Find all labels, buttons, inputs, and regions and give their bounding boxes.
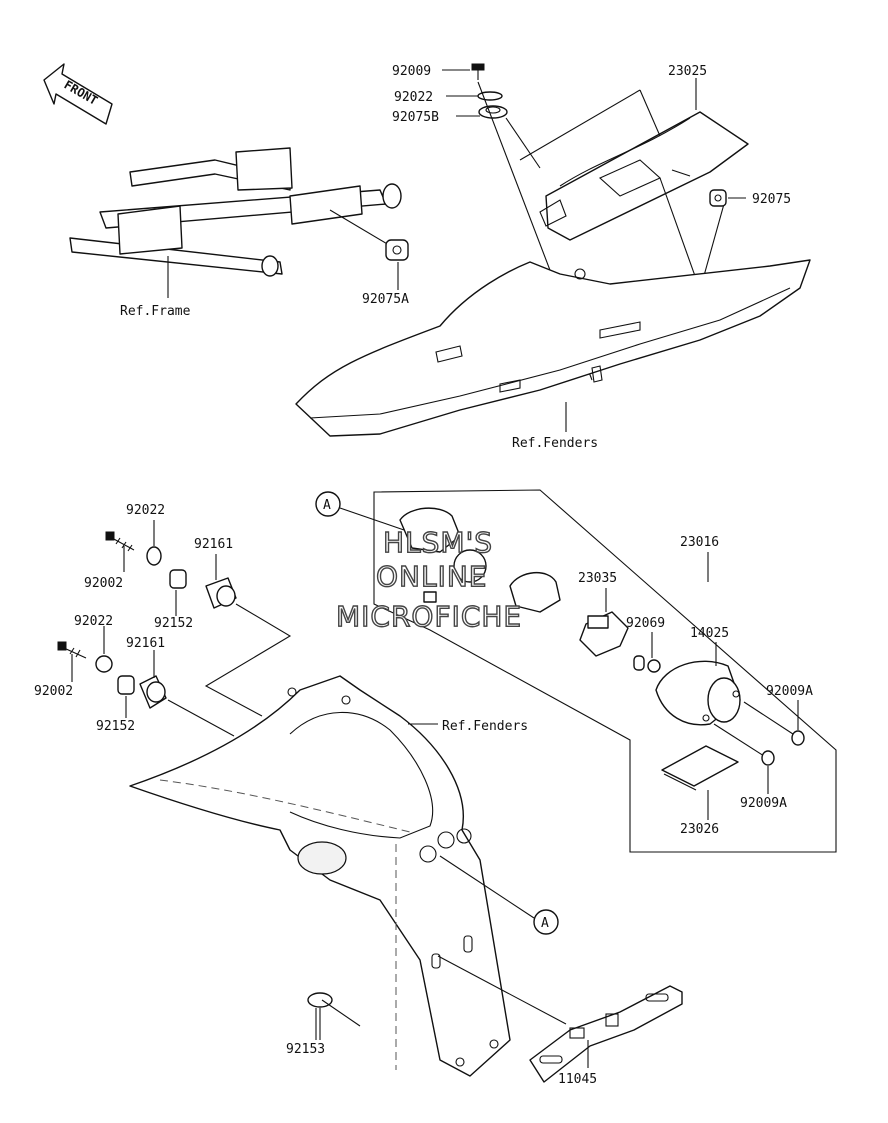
screw-92002-a (105, 531, 135, 552)
front-arrow-icon: FRONT (43, 63, 113, 125)
label-92009: 92009 (392, 64, 431, 79)
watermark-line-2: ONLINE (376, 560, 487, 593)
cover-23026 (661, 745, 739, 791)
callout-a-top: A (315, 491, 341, 517)
screw-92009A-b (713, 723, 775, 766)
label-92069: 92069 (626, 616, 665, 631)
collar-92152-a (169, 569, 187, 589)
watermark-line-3: MICROFICHE (336, 600, 522, 633)
label-92161-a: 92161 (194, 537, 233, 552)
label-92152-a: 92152 (154, 616, 193, 631)
label-92002-b: 92002 (34, 684, 73, 699)
socket-23035 (579, 611, 629, 657)
bracket-11045 (529, 985, 683, 1083)
grommet-92075A (385, 239, 409, 261)
watermark: HLSM'S ONLINE MICROFICHE (335, 525, 522, 633)
grommet-92161-b (139, 675, 167, 709)
group-outline-23016 (373, 489, 837, 853)
label-11045: 11045 (558, 1072, 597, 1087)
label-14025: 14025 (690, 626, 729, 641)
washer-92022 (477, 91, 503, 101)
fender-upper (295, 259, 811, 437)
lamp-14025 (655, 660, 741, 726)
label-23016: 23016 (680, 535, 719, 550)
label-92009A-b: 92009A (740, 796, 787, 811)
label-92002-a: 92002 (84, 576, 123, 591)
watermark-line-1: HLSM'S (383, 526, 493, 559)
bulb-92069 (633, 655, 661, 673)
label-23035: 23035 (578, 571, 617, 586)
callout-a-bottom: A (533, 909, 559, 935)
bracket-23025 (539, 111, 749, 241)
label-92075B: 92075B (392, 110, 439, 125)
label-92152-b: 92152 (96, 719, 135, 734)
label-ref-fenders-top: Ref.Fenders (512, 436, 598, 451)
label-92161-b: 92161 (126, 636, 165, 651)
socket-assembly (399, 507, 561, 613)
screw-92009 (471, 63, 485, 80)
washer-92022-a (146, 546, 162, 566)
label-92022-b: 92022 (74, 614, 113, 629)
label-92075A: 92075A (362, 292, 409, 307)
label-ref-frame: Ref.Frame (120, 304, 191, 319)
grommet-92075 (709, 189, 727, 207)
frame-assembly (69, 147, 402, 298)
screw-92002-b (57, 641, 87, 659)
grommet-92075B (478, 105, 508, 119)
label-92022-a: 92022 (126, 503, 165, 518)
label-92075: 92075 (752, 192, 791, 207)
label-23026: 23026 (680, 822, 719, 837)
svg-text:A: A (323, 498, 331, 513)
label-ref-fenders-bottom: Ref.Fenders (442, 719, 528, 734)
grommet-92161-a (205, 577, 237, 609)
screw-92009A-a (743, 701, 805, 746)
svg-text:A: A (541, 916, 549, 931)
fender-lower (129, 675, 511, 1077)
label-23025: 23025 (668, 64, 707, 79)
collar-92152-b (117, 675, 135, 695)
label-92009A-a: 92009A (766, 684, 813, 699)
label-92153: 92153 (286, 1042, 325, 1057)
label-92022-top: 92022 (394, 90, 433, 105)
washer-92022-b (95, 655, 113, 673)
screw-92153 (307, 992, 361, 1040)
